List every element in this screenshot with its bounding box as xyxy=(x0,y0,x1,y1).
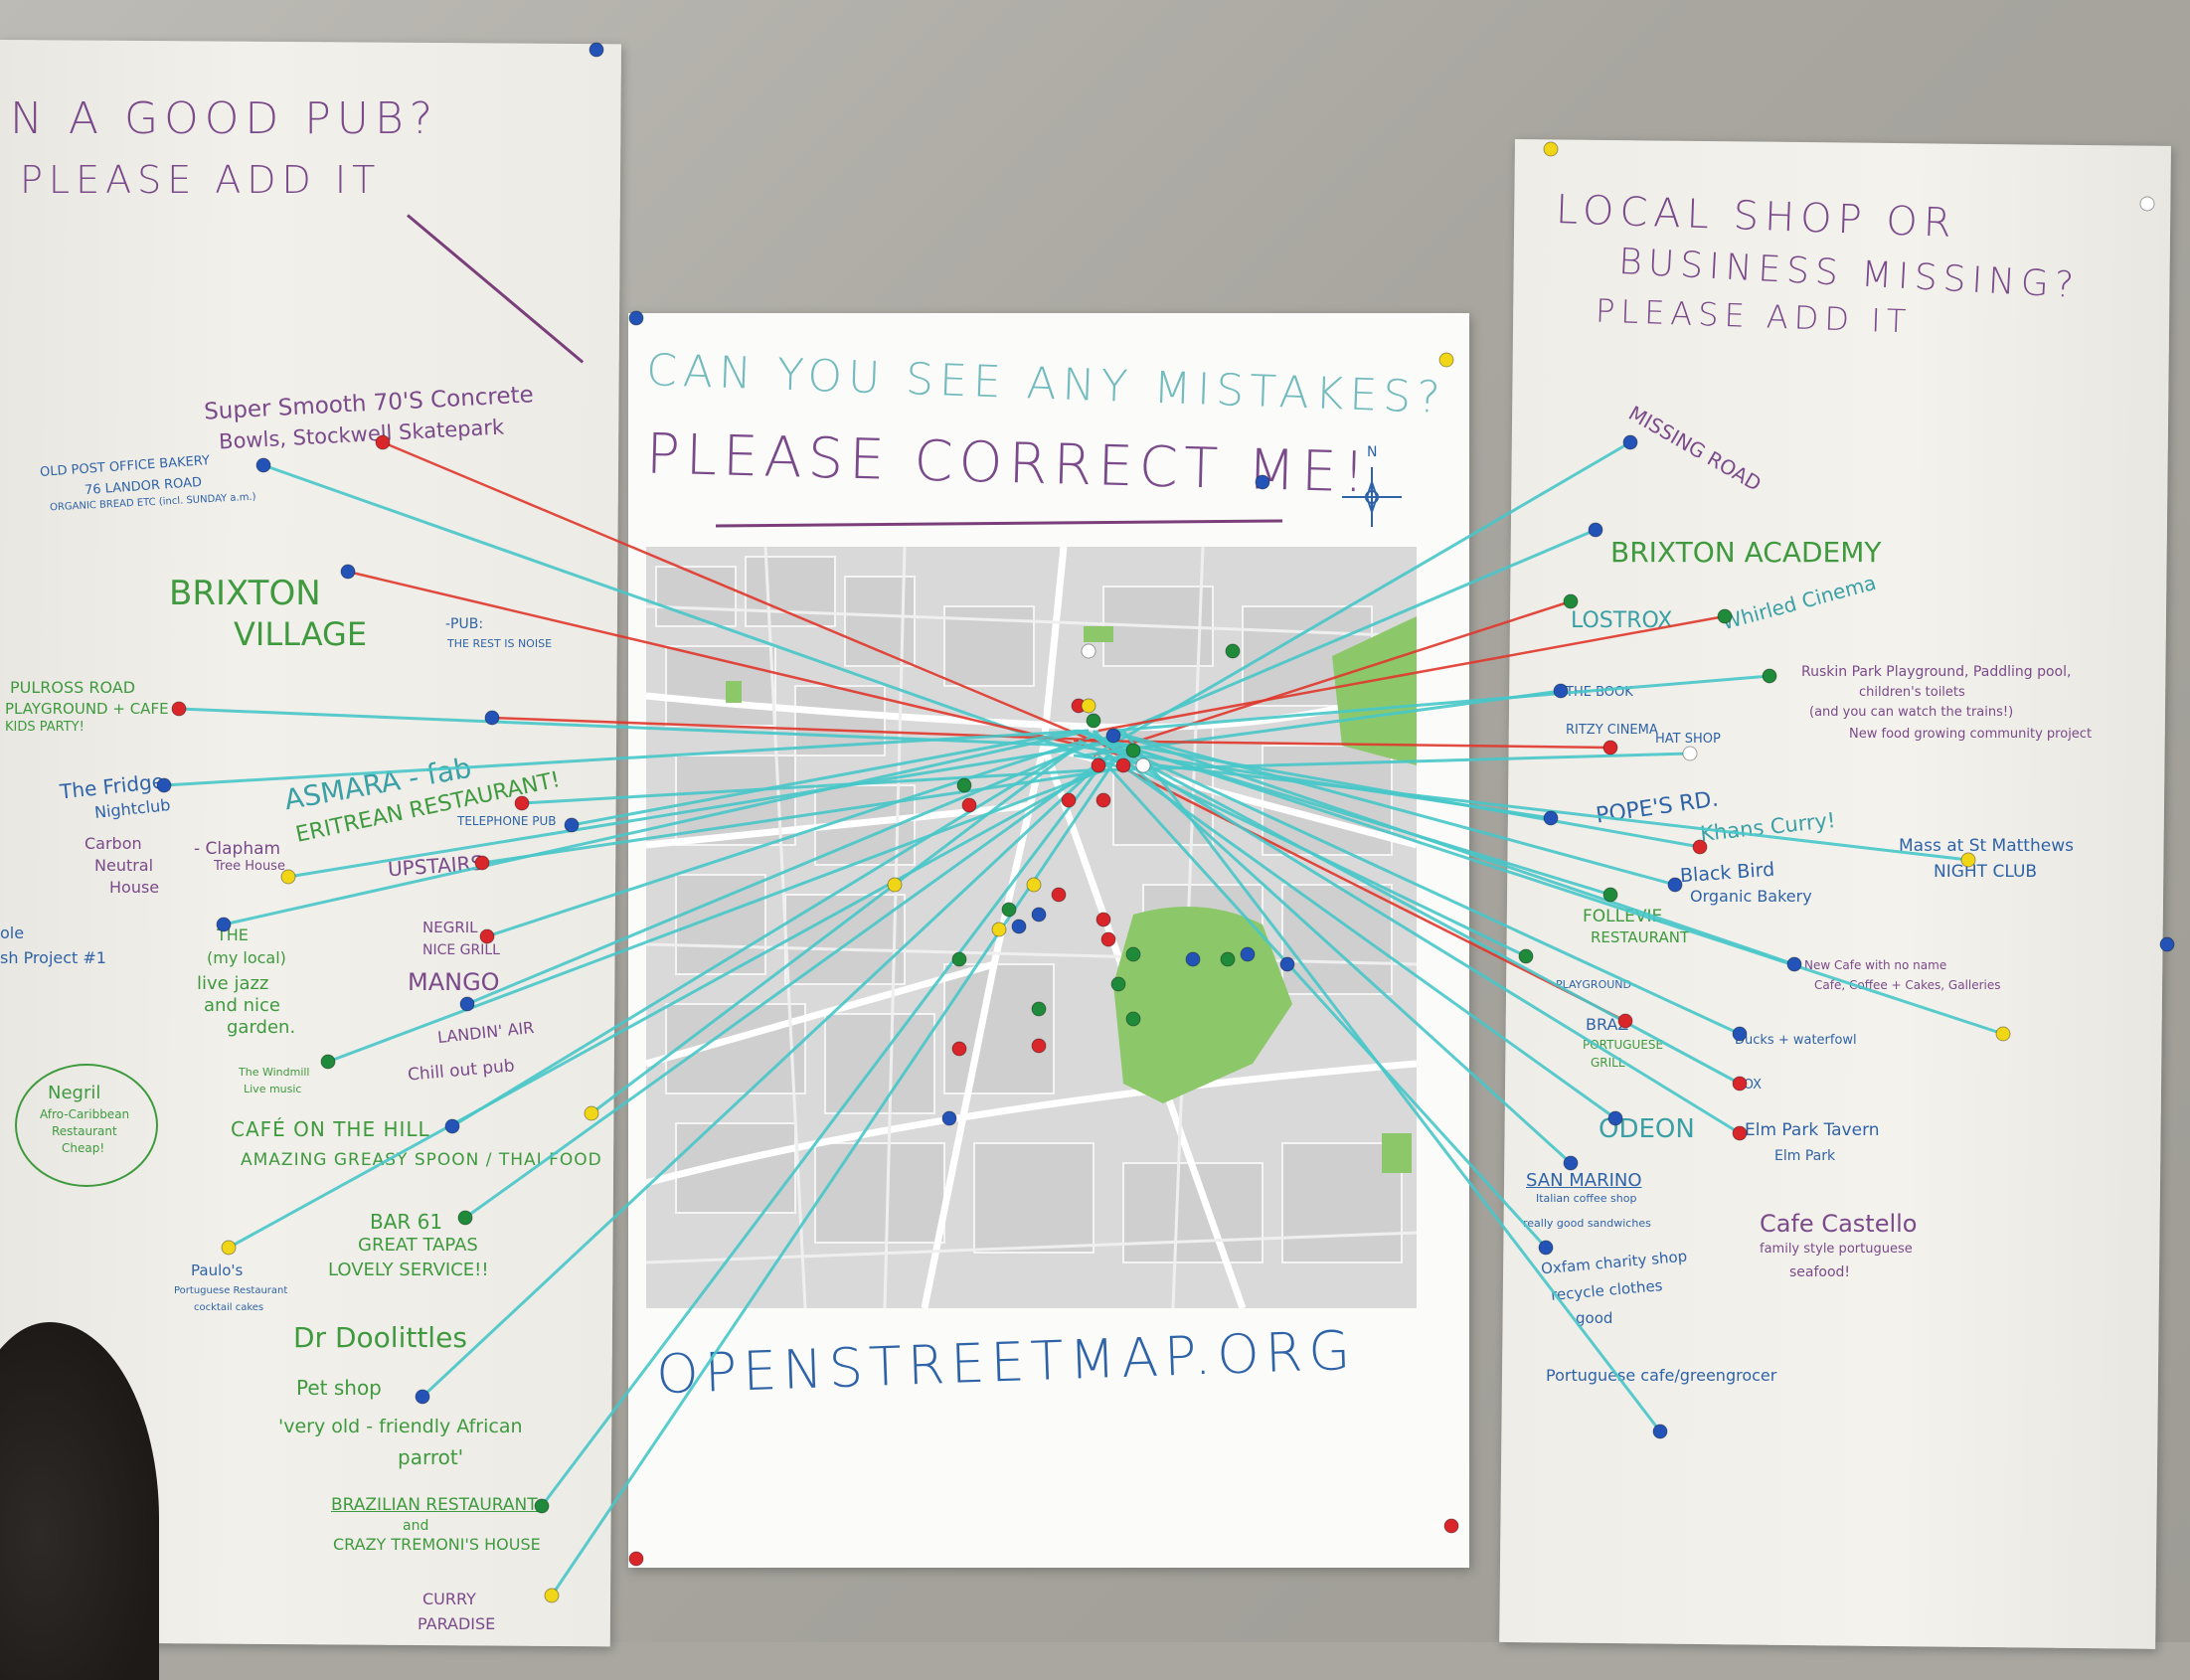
note-elm-park-tavern: Elm Park Tavern xyxy=(1745,1120,1880,1140)
note-pub: -PUB: xyxy=(445,616,484,632)
note-ducks: Ducks + waterfowl xyxy=(1735,1033,1857,1048)
note-ruskin-3: (and you can watch the trains!) xyxy=(1809,705,2014,720)
note-cheap: Cheap! xyxy=(62,1141,105,1155)
note-family-style: family style portuguese xyxy=(1760,1242,1913,1257)
note-paradise: PARADISE xyxy=(418,1614,496,1633)
note-nice-grill: NICE GRILL xyxy=(422,942,500,958)
note-braz: BRAZ xyxy=(1586,1015,1629,1034)
note-project: sh Project #1 xyxy=(0,948,106,967)
compass-north-label: N xyxy=(1367,444,1378,460)
street-map-drawing xyxy=(646,547,1417,1308)
note-grill: GRILL xyxy=(1591,1056,1625,1070)
note-sandwiches: really good sandwiches xyxy=(1523,1217,1651,1230)
note-portuguese: PORTUGUESE xyxy=(1583,1038,1664,1052)
note-brazilian: BRAZILIAN RESTAURANT xyxy=(331,1495,538,1515)
note-the: THE xyxy=(217,925,249,944)
note-african: 'very old - friendly African xyxy=(278,1416,523,1437)
note-seafood: seafood! xyxy=(1789,1264,1851,1280)
note-the-book: THE BOOK xyxy=(1566,685,1633,700)
note-ruskin-2: children's toilets xyxy=(1859,685,1965,700)
note-paulos: Paulo's xyxy=(191,1261,244,1279)
negril-circle xyxy=(15,1064,158,1187)
note-curry: CURRY xyxy=(422,1590,476,1608)
note-cocktail-cakes: cocktail cakes xyxy=(194,1302,264,1313)
note-windmill: The Windmill xyxy=(239,1066,310,1079)
note-italian-coffee: Italian coffee shop xyxy=(1536,1192,1637,1205)
note-follevie: FOLLEVIE xyxy=(1583,907,1663,926)
note-portuguese-cafe: Portuguese cafe/greengrocer xyxy=(1546,1366,1777,1385)
note-carbon-1: Carbon xyxy=(84,834,142,853)
note-lostrox: LOSTROX xyxy=(1571,608,1673,633)
note-carbon-3: House xyxy=(109,878,160,897)
note-service: LOVELY SERVICE!! xyxy=(328,1260,489,1280)
note-cafe-hill: CAFÉ ON THE HILL xyxy=(231,1117,430,1141)
note-organic-bakery: Organic Bakery xyxy=(1690,887,1812,906)
left-header-line1: N A GOOD PUB? xyxy=(10,93,439,144)
note-night-club: NIGHT CLUB xyxy=(1934,862,2038,882)
note-village: VILLAGE xyxy=(234,615,368,653)
note-greasy-spoon: AMAZING GREASY SPOON / THAI FOOD xyxy=(241,1150,602,1170)
note-pulross-2: PLAYGROUND + CAFE xyxy=(5,700,169,718)
right-paper-sheet xyxy=(1499,139,2171,1649)
street-map xyxy=(646,547,1417,1308)
note-cafe-castello: Cafe Castello xyxy=(1760,1210,1918,1238)
note-st-matthews: Mass at St Matthews xyxy=(1899,836,2074,856)
note-negril-circle: Negril xyxy=(48,1083,101,1103)
left-header-line2: PLEASE ADD IT xyxy=(20,158,382,202)
note-afro-caribbean: Afro-Caribbean xyxy=(40,1107,130,1121)
note-mango: MANGO xyxy=(408,968,500,996)
note-follevie-rest: RESTAURANT xyxy=(1591,928,1690,946)
note-box: BOX xyxy=(1735,1078,1762,1092)
note-brixton: BRIXTON xyxy=(169,574,321,613)
compass-rose-icon: N xyxy=(1337,444,1407,532)
note-ole: ole xyxy=(0,924,25,942)
note-my-local: (my local) xyxy=(207,948,286,967)
note-tapas: GREAT TAPAS xyxy=(358,1235,478,1256)
note-and-nice: and nice xyxy=(204,995,280,1016)
note-clapham-2: Tree House xyxy=(214,859,285,874)
note-rest-is-noise: THE REST IS NOISE xyxy=(447,637,553,650)
note-ruskin-4: New food growing community project xyxy=(1849,727,2093,742)
note-ruskin-1: Ruskin Park Playground, Paddling pool, xyxy=(1801,664,2072,680)
note-san-marino: SAN MARINO xyxy=(1526,1170,1642,1191)
note-bar61: BAR 61 xyxy=(370,1210,443,1234)
note-garden: garden. xyxy=(227,1017,296,1038)
note-brixton-academy: BRIXTON ACADEMY xyxy=(1610,536,1882,569)
note-parrot: parrot' xyxy=(398,1445,464,1469)
note-negril: NEGRIL xyxy=(422,919,478,936)
note-and: and xyxy=(403,1518,429,1534)
note-portuguese-rest: Portuguese Restaurant xyxy=(174,1285,288,1296)
note-live-jazz: live jazz xyxy=(197,973,269,994)
note-new-cafe: New Cafe with no name xyxy=(1804,958,1947,972)
note-restaurant: Restaurant xyxy=(52,1124,117,1138)
note-tremoni: CRAZY TREMONI'S HOUSE xyxy=(333,1535,541,1554)
note-good: good xyxy=(1576,1309,1613,1327)
note-cafe-coffee: Cafe, Coffee + Cakes, Galleries xyxy=(1814,978,2001,992)
note-pet-shop: Pet shop xyxy=(296,1376,382,1400)
note-odeon: ODEON xyxy=(1599,1114,1695,1144)
note-elm-park: Elm Park xyxy=(1774,1148,1836,1164)
note-playground: PLAYGROUND xyxy=(1556,978,1631,991)
note-clapham-1: - Clapham xyxy=(194,839,281,859)
note-pulross-3: KIDS PARTY! xyxy=(5,720,84,735)
note-dr-doolittles: Dr Doolittles xyxy=(293,1321,467,1354)
note-carbon-2: Neutral xyxy=(94,856,154,875)
note-telephone: TELEPHONE PUB xyxy=(457,814,557,828)
note-hat-shop: HAT SHOP xyxy=(1655,732,1721,747)
note-pulross-1: PULROSS ROAD xyxy=(10,678,136,697)
note-live-music: Live music xyxy=(244,1083,302,1095)
note-ritzy: RITZY CINEMA xyxy=(1566,723,1658,738)
